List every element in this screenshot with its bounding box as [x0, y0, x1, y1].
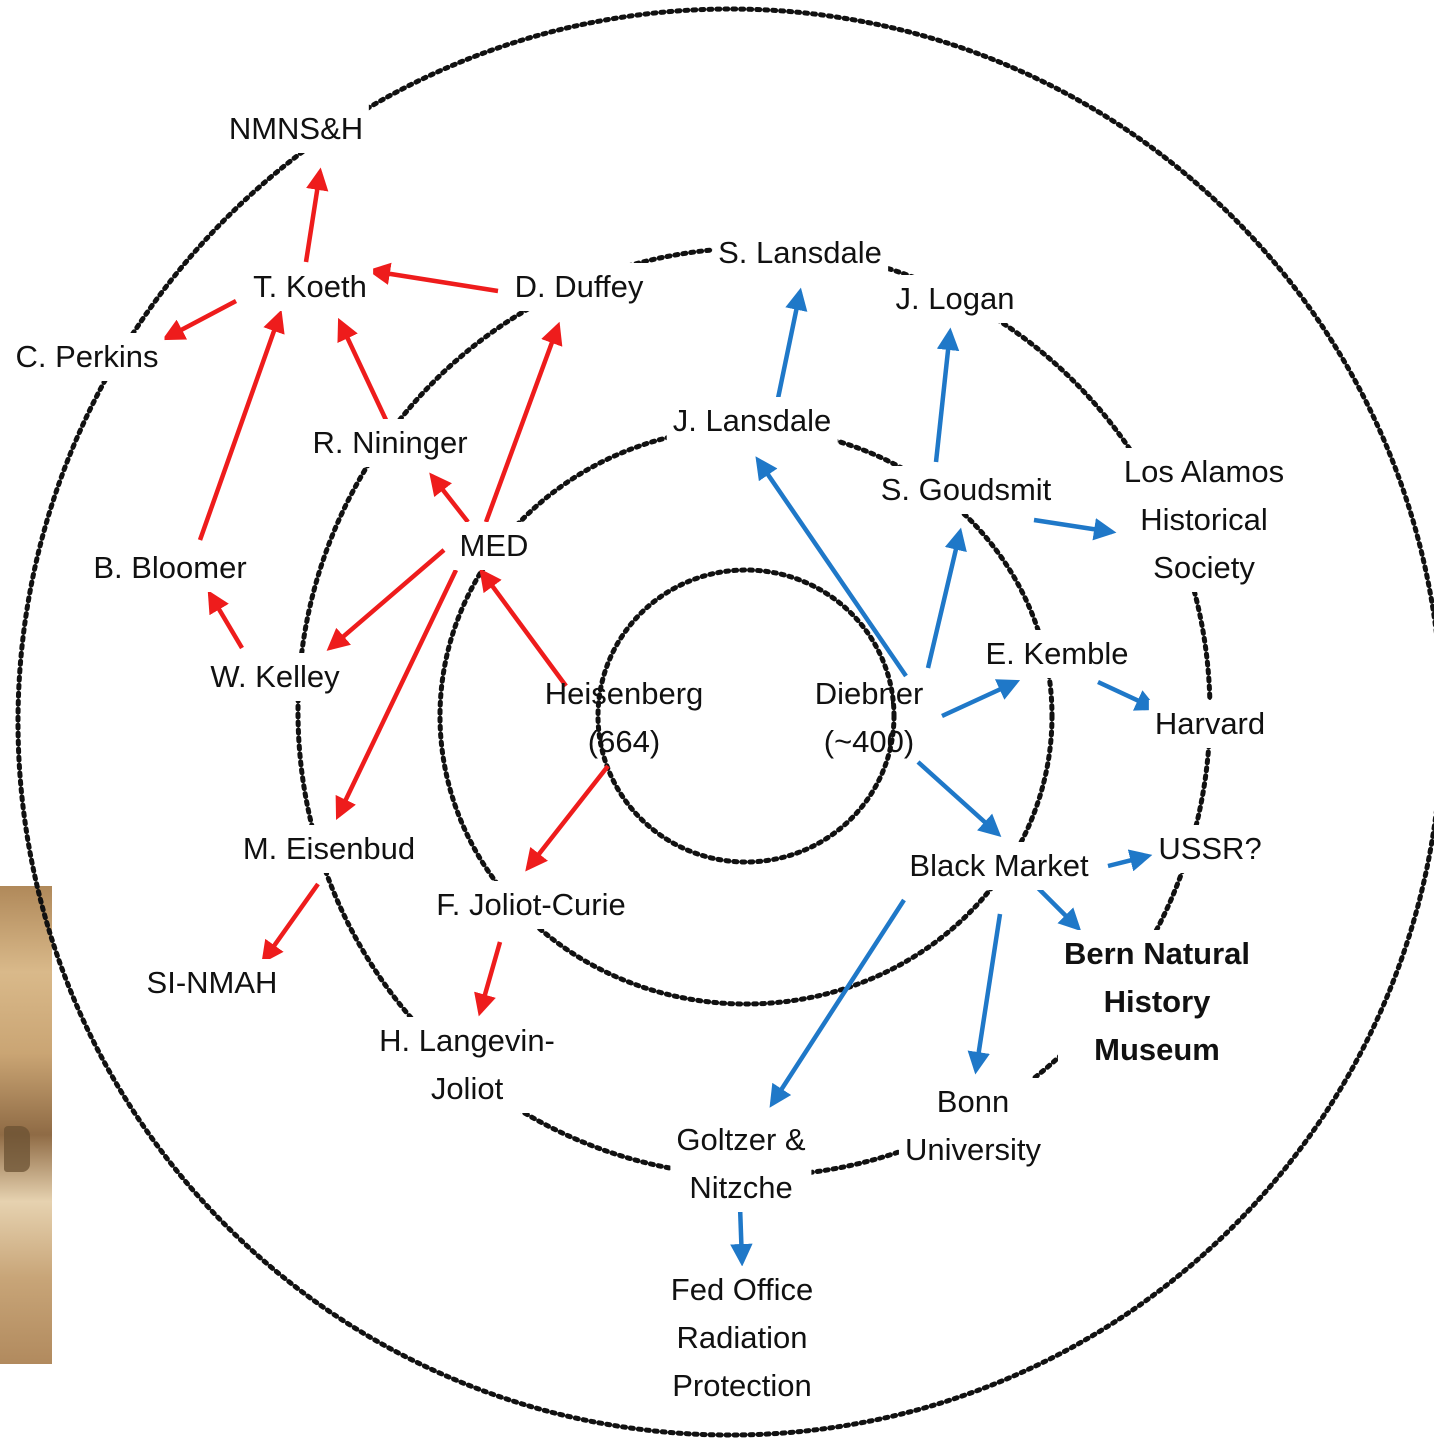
node-s-goudsmit: S. Goudsmit — [874, 466, 1058, 514]
photo-edge-fragment — [0, 886, 52, 1364]
node-h-langevin-joliot: H. Langevin-Joliot — [373, 1017, 561, 1113]
arrow-goltzer-to-fed-office — [730, 1205, 753, 1267]
arrow-heisenberg-to-f-joliot-curie — [525, 764, 610, 872]
arrow-diebner-to-e-kemble — [941, 679, 1021, 719]
node-diebner: Diebner(~400) — [814, 676, 924, 759]
node-b-bloomer: B. Bloomer — [87, 544, 253, 592]
node-f-joliot-curie: F. Joliot-Curie — [430, 881, 632, 929]
node-ussr: USSR? — [1152, 825, 1268, 873]
arrow-f-joliot-curie-to-h-langevin-joliot — [474, 941, 503, 1017]
node-c-perkins: C. Perkins — [9, 333, 165, 381]
arrow-m-eisenbud-to-si-nmah — [261, 882, 320, 964]
node-med: MED — [453, 522, 535, 570]
node-t-koeth: T. Koeth — [247, 263, 373, 311]
arrow-heisenberg-to-med — [479, 568, 568, 688]
arrow-med-to-d-duffey — [483, 321, 563, 523]
arrow-r-nininger-to-t-koeth — [337, 317, 389, 421]
node-w-kelley: W. Kelley — [204, 653, 346, 701]
arrow-black-market-to-ussr — [1107, 849, 1153, 872]
node-m-eisenbud: M. Eisenbud — [236, 825, 422, 873]
node-j-logan: J. Logan — [889, 275, 1021, 323]
arrow-s-goudsmit-to-j-logan — [933, 327, 960, 463]
node-heisenberg: Heisenberg(664) — [544, 676, 704, 759]
arrow-s-goudsmit-to-los-alamos — [1033, 517, 1117, 541]
ring-4 — [15, 6, 1434, 1438]
arrow-w-kelley-to-b-bloomer — [207, 590, 244, 650]
arrow-d-duffey-to-t-koeth — [367, 262, 499, 294]
node-black-market: Black Market — [903, 842, 1095, 890]
arrow-med-to-m-eisenbud — [335, 569, 459, 821]
arrow-black-market-to-bern — [1036, 886, 1082, 932]
node-r-nininger: R. Nininger — [306, 419, 474, 467]
node-harvard: Harvard — [1148, 700, 1272, 748]
arrow-b-bloomer-to-t-koeth — [197, 309, 285, 541]
arrow-diebner-to-j-lansdale — [755, 456, 908, 678]
arrow-black-market-to-goltzer — [769, 898, 906, 1108]
node-si-nmah: SI-NMAH — [140, 959, 284, 1007]
arrow-t-koeth-to-nmnsh — [303, 167, 329, 263]
arrow-med-to-w-kelley — [326, 548, 446, 651]
arrow-t-koeth-to-c-perkins — [162, 299, 238, 341]
node-goltzer-nitzche: Goltzer &Nitzche — [670, 1116, 812, 1212]
arrow-med-to-r-nininger — [429, 472, 470, 524]
node-j-lansdale: J. Lansdale — [666, 397, 838, 445]
node-d-duffey: D. Duffey — [508, 263, 650, 311]
node-s-lansdale: S. Lansdale — [712, 229, 888, 277]
arrow-black-market-to-bonn — [967, 913, 1003, 1075]
arrow-diebner-to-s-goudsmit — [925, 527, 967, 669]
arrow-j-lansdale-to-s-lansdale — [773, 287, 808, 409]
arrow-e-kemble-to-harvard — [1097, 679, 1159, 711]
node-e-kemble: E. Kemble — [979, 630, 1135, 678]
ring-1 — [595, 567, 897, 865]
node-nmnsh: NMNS&H — [222, 105, 370, 153]
arrow-diebner-to-black-market — [916, 760, 1002, 838]
